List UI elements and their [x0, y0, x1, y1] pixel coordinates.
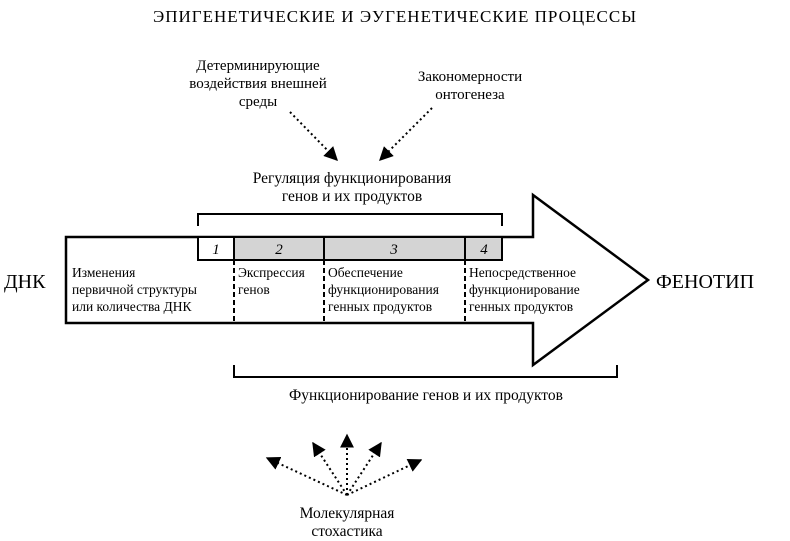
ontogenesis-label: Закономерности онтогенеза: [418, 69, 522, 103]
stage-4-line-3: генных продуктов: [469, 299, 573, 314]
external-arrow: [289, 111, 338, 162]
stage-band-cell-4: [464, 236, 503, 261]
dna-label: ДНК: [4, 271, 46, 293]
external-line-3: среды: [239, 94, 277, 110]
stage-4-text: Непосредственное функционирование генных…: [469, 265, 580, 314]
stage-1-line-1: Изменения: [72, 265, 135, 280]
stochastics-arrow-2: [312, 441, 348, 496]
stage-4-line-2: функционирование: [469, 282, 580, 297]
stochastics-line-2: стохастика: [311, 523, 382, 540]
regulation-label: Регуляция функционирования генов и их пр…: [253, 170, 452, 205]
stage-2-text: Экспрессия генов: [238, 265, 305, 297]
external-influences-label: Детерминирующие воздействия внешней сред…: [189, 58, 326, 110]
stage-number-4: 4: [480, 242, 488, 258]
stage-number-1: 1: [212, 242, 220, 258]
main-arrow: [64, 192, 651, 368]
stage-1-line-2: первичной структуры: [72, 282, 197, 297]
stage-1-line-3: или количества ДНК: [72, 299, 192, 314]
ontogenesis-line-1: Закономерности: [418, 69, 522, 85]
stage-3-line-3: генных продуктов: [328, 299, 432, 314]
functioning-label: Функционирование генов и их продуктов: [289, 387, 563, 404]
stochastics-label: Молекулярная стохастика: [300, 505, 395, 540]
stage-4-line-1: Непосредственное: [469, 265, 576, 280]
regulation-line-2: генов и их продуктов: [282, 188, 422, 205]
stage-1-text: Изменения первичной структуры или количе…: [72, 265, 197, 314]
ontogenesis-line-2: онтогенеза: [435, 87, 505, 103]
stage-3-line-1: Обеспечение: [328, 265, 403, 280]
stage-3-line-2: функционирования: [328, 282, 439, 297]
stochastics-arrow-4: [346, 441, 382, 496]
external-line-2: воздействия внешней: [189, 76, 326, 92]
stage-2-line-2: генов: [238, 282, 270, 297]
stochastics-arrow-1: [265, 456, 348, 496]
stochastics-line-1: Молекулярная: [300, 505, 395, 522]
regulation-brace: [197, 213, 503, 226]
stage-3-text: Обеспечение функционирования генных прод…: [328, 265, 439, 314]
stage-number-3: 3: [389, 242, 398, 258]
stage-number-2: 2: [275, 242, 283, 258]
phenotype-label: ФЕНОТИП: [656, 271, 754, 293]
stochastics-arrow-5: [346, 459, 423, 496]
stage-band: 1 2 3 4: [197, 236, 503, 261]
stochastics-arrows: [265, 433, 423, 496]
stage-2-line-1: Экспрессия: [238, 265, 305, 280]
diagram-title: ЭПИГЕНЕТИЧЕСКИЕ И ЭУГЕНЕТИЧЕСКИЕ ПРОЦЕСС…: [153, 7, 637, 26]
external-line-1: Детерминирующие: [196, 58, 320, 74]
regulation-line-1: Регуляция функционирования: [253, 170, 452, 187]
functioning-brace: [233, 365, 618, 378]
ontogenesis-arrow: [379, 107, 433, 161]
